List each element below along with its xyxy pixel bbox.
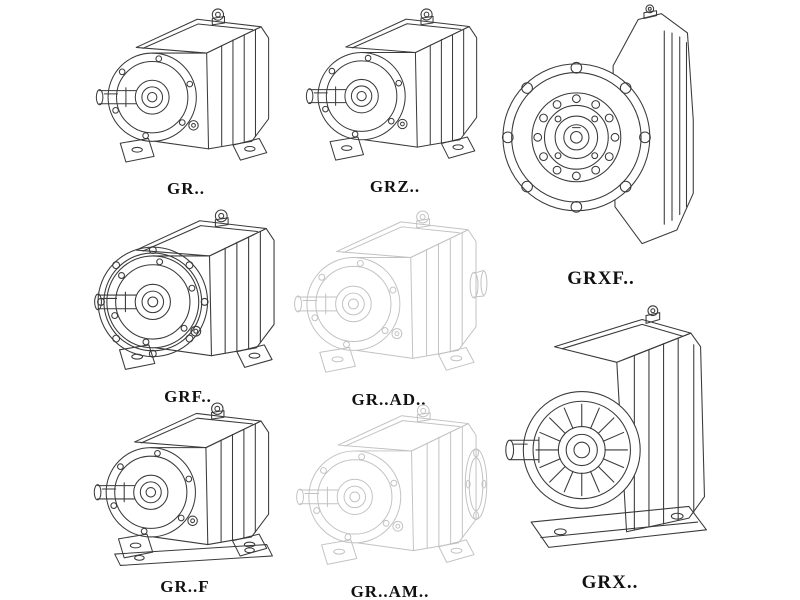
gearbox-gr-drawing — [92, 8, 280, 177]
figure-grz: GRZ.. — [302, 8, 488, 197]
gearbox-grxf-label: GRXF.. — [567, 268, 635, 289]
figure-grx: GRX.. — [498, 296, 722, 594]
figure-gr-ad: GR..AD.. — [290, 210, 488, 410]
figure-gr: GR.. — [92, 8, 280, 199]
gearbox-grf-label: GRF.. — [164, 387, 212, 406]
gearbox-gr-label: GR.. — [167, 179, 205, 198]
gearbox-gr-ad-label: GR..AD.. — [351, 390, 427, 409]
gearbox-grf-drawing — [90, 209, 286, 385]
gearbox-gr-f-label: GR..F — [160, 577, 210, 596]
gearbox-grxf-drawing — [497, 4, 705, 260]
gearbox-grz-drawing — [302, 8, 488, 175]
figure-grf: GRF.. — [90, 209, 286, 407]
gearbox-gr-f-drawing — [90, 402, 280, 575]
gearbox-gr-ad-drawing — [290, 210, 488, 388]
gearbox-gr-am-drawing — [292, 404, 488, 580]
gearbox-gr-am-label: GR..AM.. — [350, 582, 430, 600]
figure-grxf: GRXF.. — [497, 4, 705, 290]
gearbox-grx-label: GRX.. — [581, 572, 639, 593]
gearbox-grx-drawing — [498, 296, 722, 564]
figure-gr-am: GR..AM.. — [292, 404, 488, 600]
figure-gr-f: GR..F — [90, 402, 280, 597]
gearbox-grz-label: GRZ.. — [369, 177, 421, 196]
